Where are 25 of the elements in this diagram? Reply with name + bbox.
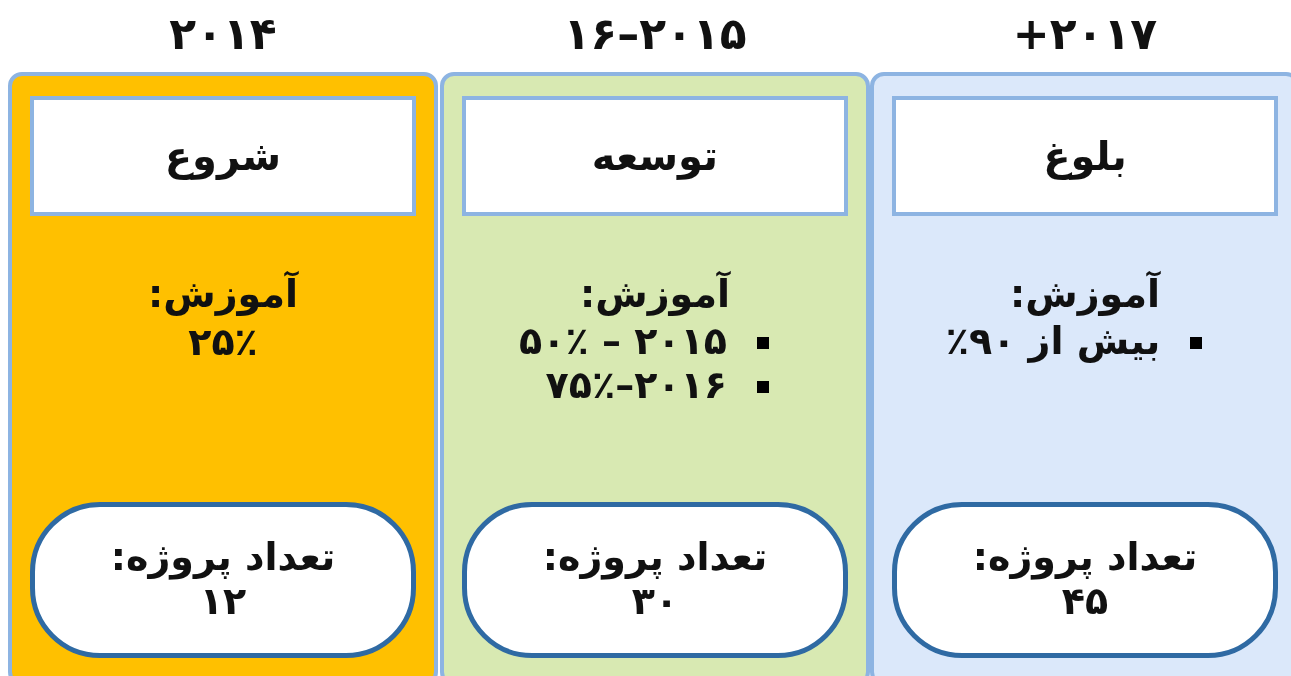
bullet-item: ۲۰۱۵ – ۵۰٪ <box>519 318 727 363</box>
column-panel <box>8 72 438 676</box>
percentage-value: ۲۵٪ <box>187 318 259 366</box>
year-heading: ۲۰۱۴ <box>168 8 278 59</box>
count-value: ۱۲ <box>199 580 247 624</box>
stage-title: شروع <box>164 133 282 179</box>
year-heading: ۲۰۱۷+ <box>1011 8 1159 59</box>
bullet-item: بیش از ۹۰٪ <box>945 318 1161 363</box>
section-label: آموزش: <box>147 271 300 318</box>
count-label: تعداد پروژه: <box>972 536 1198 580</box>
stage-title: توسعه <box>591 133 719 179</box>
stage-title-box <box>892 96 1278 216</box>
year-heading: ۲۰۱۵–۱۶ <box>562 8 748 59</box>
column-panel <box>440 72 870 676</box>
stage-title-box <box>462 96 848 216</box>
bullet-item: ۲۰۱۶–۷۵٪ <box>545 362 727 407</box>
count-value: ۴۵ <box>1061 580 1109 624</box>
section-label: آموزش: <box>1009 271 1162 318</box>
stage-title: بلوغ <box>1043 133 1127 179</box>
count-value: ۳۰ <box>631 580 679 624</box>
column-panel <box>870 72 1291 676</box>
section-label: آموزش: <box>579 271 732 318</box>
stage-title-box <box>30 96 416 216</box>
count-label: تعداد پروژه: <box>110 536 336 580</box>
count-label: تعداد پروژه: <box>542 536 768 580</box>
